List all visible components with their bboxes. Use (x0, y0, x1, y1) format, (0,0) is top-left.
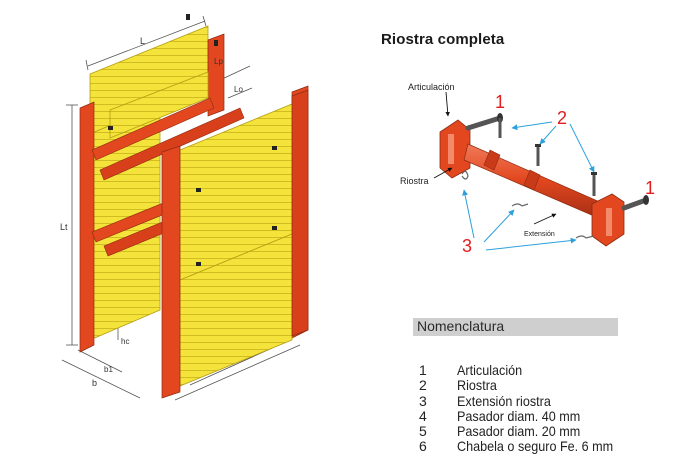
label-extension: Extensión (524, 231, 555, 238)
label-Lo: Lo (234, 85, 243, 94)
item-label: Pasador diam. 20 mm (457, 423, 581, 440)
label-L: L (140, 36, 145, 46)
pin-20mm-a (535, 144, 541, 166)
list-item: 3 Extensión riostra (416, 392, 656, 409)
back-post-left (79, 101, 95, 353)
item-number: 1 (419, 362, 427, 378)
item-label: Extensión riostra (457, 392, 551, 409)
item-number: 5 (419, 423, 427, 440)
pin-40mm-right (621, 195, 649, 211)
pin-40mm-left (465, 113, 503, 131)
label-hc: hc (121, 337, 129, 346)
strut-upper-b (99, 107, 245, 181)
arrow-articulacion (445, 91, 450, 117)
item-number: 4 (419, 407, 427, 424)
strut-upper (91, 97, 215, 161)
pin-20mm-b (591, 172, 597, 196)
nomenclatura-header: Nomenclatura (413, 318, 618, 336)
safety-clips (461, 170, 595, 239)
callout-1-left: 1 (495, 92, 505, 112)
page-title: Riostra completa (381, 31, 505, 48)
riostra-collar-2 (523, 169, 541, 191)
label-Lt: Lt (60, 222, 68, 232)
label-riostra: Riostra (400, 176, 429, 186)
arrow-extension (533, 213, 557, 225)
label-b: b (92, 378, 97, 388)
list-item: 2 Riostra (416, 378, 656, 393)
label-b1: b1 (104, 365, 113, 374)
item-number: 6 (419, 438, 427, 455)
label-articulacion: Articulación (408, 82, 455, 92)
item-label: Riostra (457, 377, 497, 394)
list-item: 5 Pasador diam. 20 mm (416, 424, 656, 439)
articulation-right-face (606, 208, 612, 236)
panel-clamps (108, 14, 277, 266)
articulation-left (439, 119, 471, 179)
front-post-right (291, 89, 309, 337)
nomenclatura-list: 1 Articulación 2 Riostra 3 Extensión rio… (416, 362, 656, 455)
front-post-left (161, 145, 181, 399)
riostra-collar-1 (483, 149, 501, 171)
list-item: 6 Chabela o seguro Fe. 6 mm (416, 439, 656, 454)
nomenclatura-heading: Nomenclatura (417, 318, 505, 334)
callout-3: 3 (462, 236, 472, 256)
riostra-detail: Articulación Riostra Extensión 1 2 3 1 (400, 82, 655, 256)
item-number: 2 (419, 377, 427, 394)
item-label: Chabela o seguro Fe. 6 mm (457, 438, 614, 455)
articulation-left-face (448, 134, 454, 164)
item-number: 3 (419, 392, 427, 409)
callout-2: 2 (557, 108, 567, 128)
list-item: 1 Articulación (416, 362, 656, 378)
list-item: 4 Pasador diam. 40 mm (416, 407, 656, 424)
trench-shoring-assembly: L Lp Lo Lt hc b1 b (60, 14, 309, 401)
callout-1-right: 1 (645, 178, 655, 198)
callout-arrows (462, 121, 595, 251)
label-Lp: Lp (214, 57, 223, 66)
arrow-riostra (433, 167, 453, 179)
item-label: Articulación (457, 362, 523, 378)
item-label: Pasador diam. 40 mm (457, 407, 581, 424)
